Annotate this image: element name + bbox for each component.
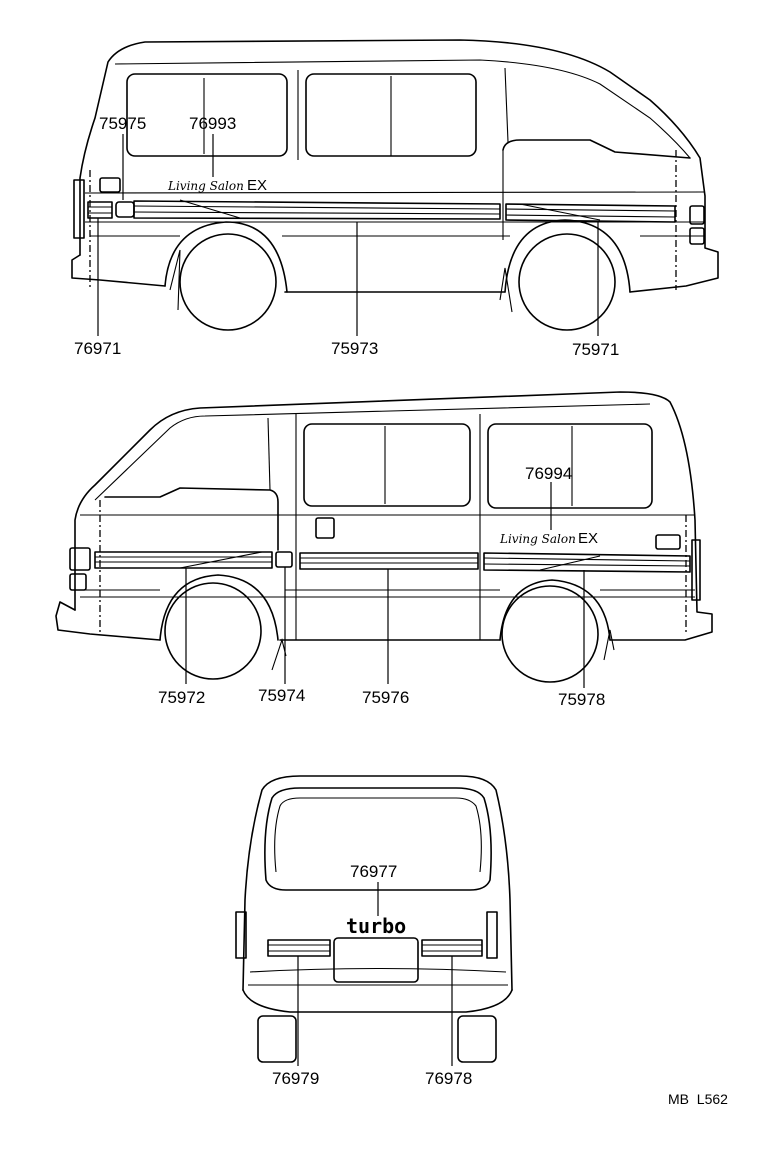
part-label-75973: 75973 (331, 339, 378, 358)
living-salon-emblem-right: Living Salon (167, 179, 244, 193)
part-label-76978: 76978 (425, 1069, 472, 1088)
part-label-75976: 75976 (362, 688, 409, 707)
part-label-76993: 76993 (189, 114, 236, 133)
part-label-75978: 75978 (558, 690, 605, 709)
van-right-side-view: Living Salon EX (71, 39, 719, 336)
part-label-76994: 76994 (525, 464, 572, 483)
van-rear-view: turbo (235, 775, 513, 1066)
part-label-76979: 76979 (272, 1069, 319, 1088)
ex-emblem-right: EX (247, 177, 267, 194)
living-salon-emblem-left: Living Salon (499, 532, 576, 546)
part-label-75972: 75972 (158, 688, 205, 707)
ex-emblem-left: EX (578, 530, 598, 547)
part-label-75971: 75971 (572, 340, 619, 359)
figure-code: MB L562 (668, 1091, 728, 1107)
turbo-emblem: turbo (346, 914, 406, 938)
part-label-75974: 75974 (258, 686, 305, 705)
van-left-side-view: Living Salon EX (55, 391, 713, 688)
part-label-75975: 75975 (99, 114, 146, 133)
part-label-76977: 76977 (350, 862, 397, 881)
part-label-76971: 76971 (74, 339, 121, 358)
